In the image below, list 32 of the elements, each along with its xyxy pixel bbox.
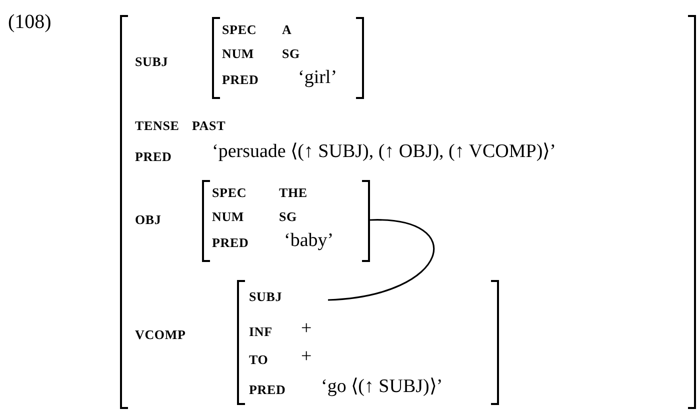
- attribute-value-matrix: [237, 280, 499, 405]
- feature-label: NUM: [222, 47, 254, 60]
- feature-label: NUM: [212, 210, 244, 223]
- feature-label: SUBJ: [249, 290, 282, 303]
- feature-value: +: [301, 347, 312, 366]
- feature-label: INF: [249, 325, 272, 338]
- feature-label: TO: [249, 353, 268, 366]
- feature-label: PRED: [222, 73, 259, 86]
- feature-label: TENSE: [135, 119, 180, 132]
- feature-value: ‘baby’: [284, 231, 334, 250]
- feature-label: PRED: [135, 150, 172, 163]
- feature-label: PRED: [212, 236, 249, 249]
- feature-label: SG: [279, 210, 297, 223]
- feature-label: A: [282, 23, 292, 36]
- feature-label: PRED: [249, 383, 286, 396]
- feature-label: SUBJ: [135, 55, 168, 68]
- feature-label: SG: [282, 47, 300, 60]
- feature-value: ‘go ⟨(↑ SUBJ)⟩’: [321, 377, 443, 396]
- feature-value: ‘girl’: [298, 68, 338, 87]
- attribute-value-matrix: [202, 180, 370, 262]
- feature-label: OBJ: [135, 213, 162, 226]
- example-number: (108): [8, 12, 52, 32]
- feature-label: PAST: [192, 119, 226, 132]
- feature-value: +: [301, 319, 312, 338]
- connector-line: [328, 219, 434, 301]
- attribute-value-matrix: [212, 17, 364, 99]
- feature-label: THE: [279, 186, 308, 199]
- feature-label: VCOMP: [135, 328, 186, 341]
- attribute-value-matrix: [120, 15, 696, 409]
- feature-label: SPEC: [212, 186, 247, 199]
- feature-label: SPEC: [222, 23, 257, 36]
- feature-value: ‘persuade ⟨(↑ SUBJ), (↑ OBJ), (↑ VCOMP)⟩’: [212, 142, 556, 161]
